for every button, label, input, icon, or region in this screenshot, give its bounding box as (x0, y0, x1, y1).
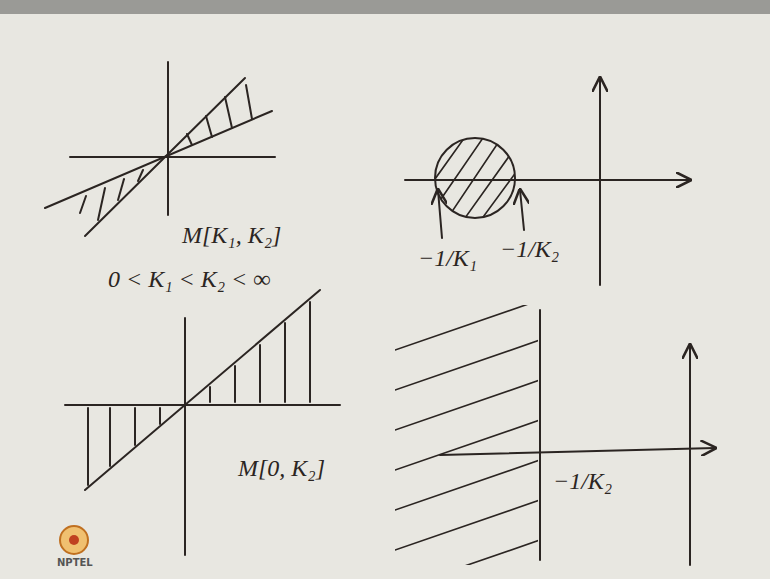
axis-point-label: −1/K₁ (418, 245, 477, 271)
half-plane-plot (395, 300, 715, 579)
axis-point-label: −1/K₂ (553, 468, 612, 494)
page-edge (0, 0, 770, 14)
sector-plot (65, 290, 340, 555)
nptel-logo (60, 526, 88, 554)
logo-text: NPTEL (57, 557, 93, 568)
sector-plot (45, 62, 275, 236)
sector-bounds: 0 < K₁ < K₂ < ∞ (108, 266, 270, 292)
axis-point-label: −1/K₂ (500, 236, 559, 262)
critical-disk-plot (405, 78, 690, 285)
sector-label: M[0, K₂] (238, 455, 325, 481)
sector-label: M[K₁, K₂] (182, 222, 281, 248)
